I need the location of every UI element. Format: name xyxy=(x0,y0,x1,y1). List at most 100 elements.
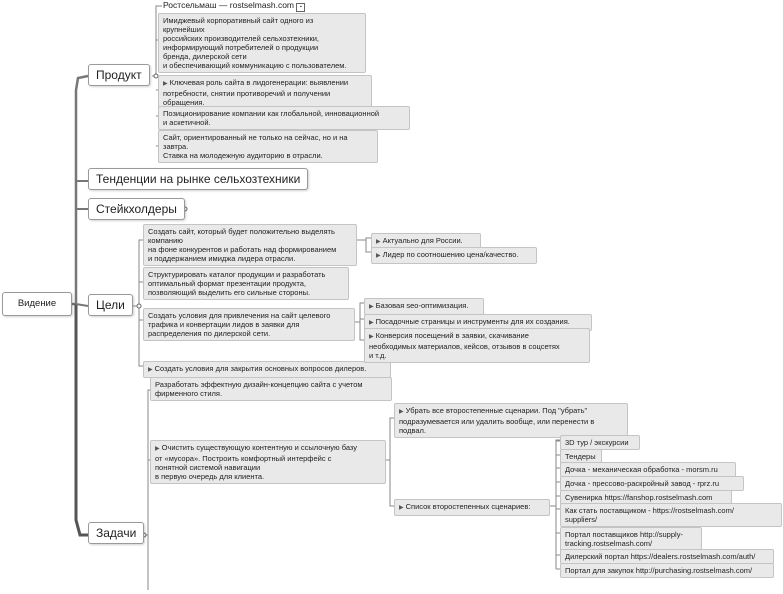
goal-sub-note-line: и т.д. xyxy=(369,351,387,360)
goal-note-line: Структурировать каталог продукции и разр… xyxy=(148,270,326,279)
product-title-text: Ростсельмаш — rostselmash.com xyxy=(163,0,295,10)
goal-note-line: позволяющий выделить его сильные стороны… xyxy=(148,288,311,297)
product-note[interactable]: ▶Ключевая роль сайта в лидогенерации: вы… xyxy=(158,75,372,110)
expand-arrow-icon[interactable]: ▶ xyxy=(369,320,374,326)
goal-note[interactable]: Создать сайт, который будет положительно… xyxy=(143,224,357,266)
goal-note[interactable]: ▶Создать условия для закрытия основных в… xyxy=(143,361,391,378)
root-node[interactable]: Видение xyxy=(2,292,72,316)
branch-product[interactable]: Продукт xyxy=(88,64,150,86)
scenario-item-line: Дилерский портал https://dealers.rostsel… xyxy=(565,552,756,561)
goal-sub-note-text: Лидер по соотношению цена/качество. xyxy=(382,250,519,259)
goal-sub-note-text: Конверсия посещений в заявки, скачивание xyxy=(375,331,529,340)
product-note-line: информирующий потребителей о продукции xyxy=(163,43,319,52)
scenario-item[interactable]: Портал для закупок http://purchasing.ros… xyxy=(560,563,774,578)
scenario-item-line: suppliers/ xyxy=(565,515,598,524)
expand-arrow-icon[interactable]: ▶ xyxy=(376,253,381,259)
connector-line xyxy=(550,439,560,507)
connector-line xyxy=(357,237,371,241)
link-icon: ▪ xyxy=(296,3,306,12)
goal-note[interactable]: Структурировать каталог продукции и разр… xyxy=(143,267,349,300)
product-note-line: Ставка на молодежную аудиторию в отрасли… xyxy=(163,151,323,160)
scenario-item-line: 3D тур / экскурсии xyxy=(565,438,629,447)
product-note-line: завтра. xyxy=(163,142,189,151)
goal-sub-note-line: ▶Актуально для России. xyxy=(376,236,476,247)
connector-line xyxy=(355,302,364,323)
branch-trends[interactable]: Тенденции на рынке сельхозтехники xyxy=(88,168,309,190)
task-note-line: понятной системой навигации xyxy=(155,463,261,472)
expand-arrow-icon[interactable]: ▶ xyxy=(163,81,168,87)
product-note-line: бренда, дилерской сети xyxy=(163,52,247,61)
goal-sub-note[interactable]: ▶Конверсия посещений в заявки, скачивани… xyxy=(364,328,590,363)
task-note-line: в первую очередь для клиента. xyxy=(155,472,265,481)
product-title[interactable]: Ростсельмаш — rostselmash.com ▪ xyxy=(163,0,306,12)
product-note-line: обращения. xyxy=(163,98,205,107)
task-note[interactable]: ▶Очистить существующую контентную и ссыл… xyxy=(150,440,386,484)
goal-note[interactable]: Создать условия для привлечения на сайт … xyxy=(143,308,355,341)
goal-note-line: компанию xyxy=(148,236,183,245)
goal-note-line: оптимальный формат презентации продукта, xyxy=(148,279,306,288)
connector-line xyxy=(75,303,89,307)
product-note[interactable]: Позиционирование компании как глобальной… xyxy=(158,106,410,130)
product-note-line: Имиджевый корпоративный сайт одного из xyxy=(163,16,314,25)
task-sub-note-line: ▶Список второстепенных сценариев: xyxy=(399,502,545,513)
product-note-line: российских производителей сельхозтехники… xyxy=(163,34,320,43)
product-note-line: потребности, снятии противоречий и получ… xyxy=(163,89,331,98)
task-note-line: от «мусора». Построить комфортный интерф… xyxy=(155,454,332,463)
expand-arrow-icon[interactable]: ▶ xyxy=(148,367,153,373)
scenario-item-line: Дочка - механическая обработка - morsm.r… xyxy=(565,465,718,474)
scenario-item[interactable]: 3D тур / экскурсии xyxy=(560,435,640,450)
goal-note-line: Создать сайт, который будет положительно… xyxy=(148,227,335,236)
product-note-line: и аскетичной. xyxy=(163,118,211,127)
collapse-dot-icon[interactable] xyxy=(136,303,142,309)
scenario-item[interactable]: Портал поставщиков http://supply-trackin… xyxy=(560,527,702,551)
goal-sub-note[interactable]: ▶Лидер по соотношению цена/качество. xyxy=(371,247,537,264)
expand-arrow-icon[interactable]: ▶ xyxy=(399,409,404,415)
branch-stakeholders-label: Стейкхолдеры xyxy=(96,202,177,216)
expand-arrow-icon[interactable]: ▶ xyxy=(369,304,374,310)
root-label: Видение xyxy=(17,298,57,309)
goal-sub-note-text: Актуально для России. xyxy=(382,236,463,245)
goal-note-line: и поддержанием имиджа лидера отрасли. xyxy=(148,254,296,263)
branch-product-label: Продукт xyxy=(96,68,142,82)
connector-line xyxy=(132,239,143,307)
task-sub-note[interactable]: ▶Список второстепенных сценариев: xyxy=(394,499,550,516)
branch-goals-label: Цели xyxy=(96,298,125,312)
expand-arrow-icon[interactable]: ▶ xyxy=(399,505,404,511)
branch-stakeholders[interactable]: Стейкхолдеры xyxy=(88,198,185,220)
goal-sub-note-line: ▶Конверсия посещений в заявки, скачивани… xyxy=(369,331,585,342)
expand-arrow-icon[interactable]: ▶ xyxy=(369,334,374,340)
branch-tasks-label: Задачи xyxy=(96,526,137,540)
scenario-item[interactable]: Как стать поставщиком - https://rostselm… xyxy=(560,503,782,527)
scenario-item[interactable]: Дочка - механическая обработка - morsm.r… xyxy=(560,462,736,477)
branch-goals[interactable]: Цели xyxy=(88,294,133,316)
expand-arrow-icon[interactable]: ▶ xyxy=(155,446,160,452)
task-note-line: Разработать эффектную дизайн-концепцию с… xyxy=(155,380,363,389)
goal-note-text: Создать условия для закрытия основных во… xyxy=(154,364,367,373)
product-note[interactable]: Сайт, ориентированный не только на сейча… xyxy=(158,130,378,163)
product-note-line: и обеспечивающий коммуникацию с пользова… xyxy=(163,61,347,70)
task-note-line: ▶Очистить существующую контентную и ссыл… xyxy=(155,443,381,454)
scenario-item[interactable]: Дилерский портал https://dealers.rostsel… xyxy=(560,549,774,564)
task-sub-note-text: Убрать все второстепенные сценарии. Под … xyxy=(405,406,588,415)
connector-line xyxy=(386,417,394,461)
goal-note-line: ▶Создать условия для закрытия основных в… xyxy=(148,364,386,375)
task-note-line: фирменного стиля. xyxy=(155,389,223,398)
product-note-line: крупнейших xyxy=(163,25,205,34)
branch-tasks[interactable]: Задачи xyxy=(88,522,145,544)
scenario-item-line: tracking.rostselmash.com/ xyxy=(565,539,653,548)
task-note[interactable]: Разработать эффектную дизайн-концепцию с… xyxy=(150,377,392,401)
task-sub-note-line: ▶Убрать все второстепенные сценарии. Под… xyxy=(399,406,623,417)
goal-note-line: распределения по дилерской сети. xyxy=(148,329,271,338)
branch-trends-label: Тенденции на рынке сельхозтехники xyxy=(96,172,301,186)
goal-note-line: трафика и конвертации лидов в заявки для xyxy=(148,320,300,329)
goal-note-line: на фоне конкурентов и работать над форми… xyxy=(148,245,337,254)
product-note-line: Позиционирование компании как глобальной… xyxy=(163,109,380,118)
goal-sub-note-line: ▶Лидер по соотношению цена/качество. xyxy=(376,250,532,261)
task-sub-note[interactable]: ▶Убрать все второстепенные сценарии. Под… xyxy=(394,403,628,438)
goal-sub-note-text: Посадочные страницы и инструменты для их… xyxy=(375,317,570,326)
expand-arrow-icon[interactable]: ▶ xyxy=(376,239,381,245)
goal-sub-note[interactable]: ▶Базовая seo-оптимизация. xyxy=(364,298,484,315)
task-sub-note-text: Список второстепенных сценариев: xyxy=(405,502,531,511)
scenario-item[interactable]: Дочка - прессово-раскройный завод - rprz… xyxy=(560,476,744,491)
